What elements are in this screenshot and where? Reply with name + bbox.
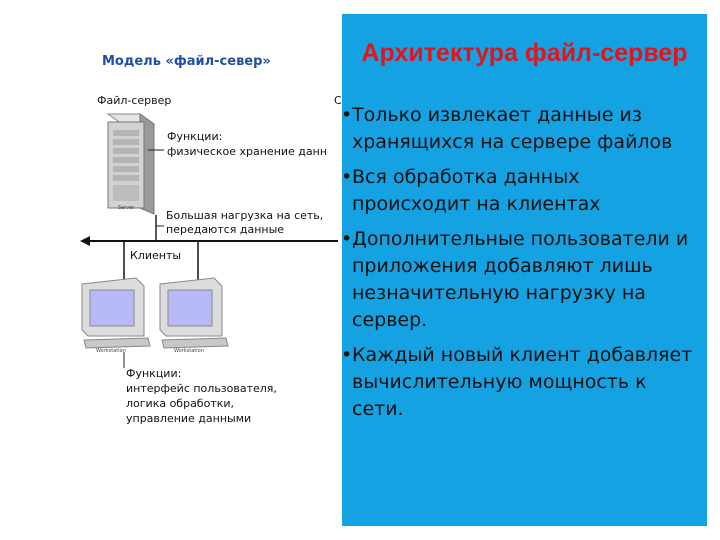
- client-function-item: интерфейс пользователя,: [126, 382, 277, 395]
- bullet-marker: •: [341, 344, 353, 366]
- workstation-icon: [81, 277, 151, 349]
- network-load-line1: Большая нагрузка на сеть,: [166, 209, 324, 222]
- diagram-title: Модель «файл-север»: [102, 54, 271, 69]
- architecture-panel: Архитектура файл-сервер •Только извлекае…: [341, 14, 707, 526]
- panel-title: Архитектура файл-сервер: [361, 39, 688, 67]
- bullet-item: • Каждый новый клиент добавляет вычислит…: [341, 342, 697, 423]
- server-label: Файл-сервер: [97, 94, 172, 107]
- clipped-label-fragment: С: [334, 94, 342, 107]
- bullet-marker: •: [341, 104, 353, 126]
- bullet-text: Вся обработка данных происходит на клиен…: [352, 166, 601, 215]
- client-function-item: управление данными: [126, 412, 252, 425]
- bullet-marker: •: [341, 228, 353, 250]
- bullet-marker: •: [341, 166, 353, 188]
- workstation-caption: Workstation: [174, 348, 204, 354]
- client-function-item: логика обработки,: [126, 397, 235, 410]
- bullet-list: •Только извлекает данные из хранящихся н…: [341, 102, 697, 431]
- clients-label: Клиенты: [130, 249, 182, 262]
- bullet-text: Дополнительные пользователи и приложения…: [352, 228, 689, 331]
- bullet-text: Только извлекает данные из хранящихся на…: [352, 104, 673, 153]
- bullet-item: •Дополнительные пользователи и приложени…: [341, 226, 697, 334]
- network-bus: [80, 236, 338, 282]
- bullet-item: •Вся обработка данных происходит на клие…: [341, 164, 697, 218]
- bullet-item: •Только извлекает данные из хранящихся н…: [341, 102, 697, 156]
- server-caption: Server: [118, 205, 135, 211]
- bullet-text: Каждый новый клиент добавляет вычислител…: [352, 344, 693, 420]
- server-functions-title: Функции:: [167, 130, 223, 143]
- workstation-caption: Workstation: [96, 348, 126, 354]
- client-functions-title: Функции:: [126, 367, 182, 380]
- server-icon: [106, 113, 156, 215]
- workstation-icon: [159, 277, 229, 349]
- network-load-line2: передаются данные: [166, 223, 285, 236]
- server-functions-text: физическое хранение данн: [167, 145, 328, 158]
